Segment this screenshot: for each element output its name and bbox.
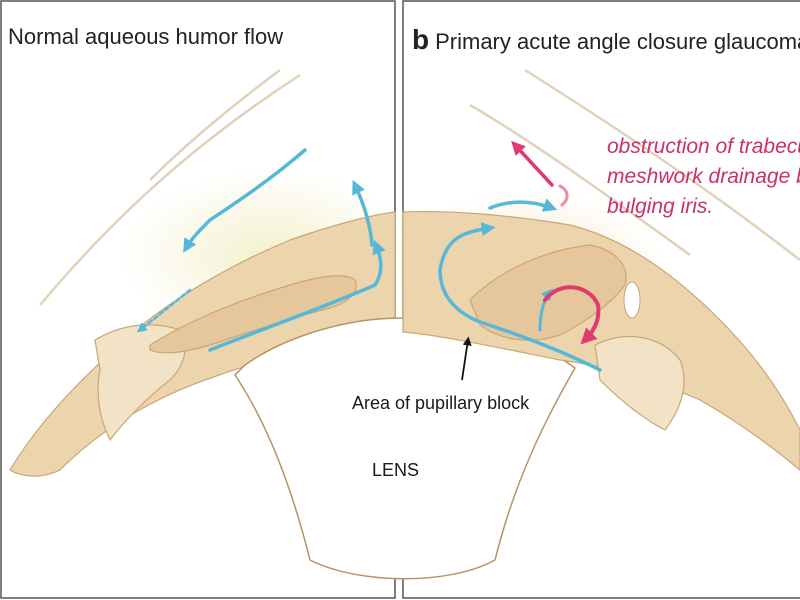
right-panel-title-text: Primary acute angle closure glaucoma <box>435 29 800 54</box>
annotation-line-3: bulging iris. <box>607 195 714 218</box>
right-trabecular-meshwork <box>623 281 641 319</box>
right-flow-arrows <box>438 140 602 372</box>
lens <box>234 317 576 580</box>
pupillary-block-pointer <box>461 336 472 381</box>
lens-label: LENS <box>372 460 420 480</box>
pupillary-block-label: Area of pupillary block <box>352 393 530 413</box>
left-eye-anatomy <box>9 170 420 477</box>
cornea-lines <box>39 68 800 306</box>
left-flow-arrows <box>136 148 386 352</box>
left-panel-title-text: Normal aqueous humor flow <box>8 24 284 49</box>
right-panel-letter: b <box>412 24 430 55</box>
annotation-line-1: obstruction of trabecular <box>607 135 800 158</box>
annotation-line-2: meshwork drainage by <box>607 165 800 188</box>
left-ciliary-body <box>94 324 186 442</box>
left-panel-title: Normal aqueous humor flow <box>8 24 283 50</box>
right-ciliary-body <box>594 335 685 431</box>
obstruction-annotation: obstruction of trabecular meshwork drain… <box>607 132 800 222</box>
